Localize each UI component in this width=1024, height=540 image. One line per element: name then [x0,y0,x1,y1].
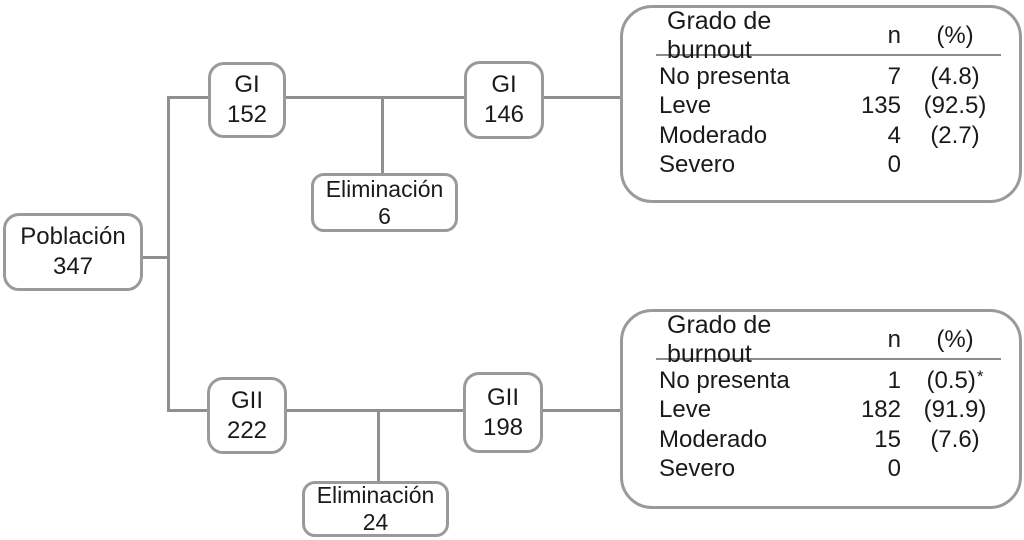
burnout-table-gii: Grado de burnout n (%) No presenta 1 (0.… [620,309,1022,509]
node-label: GII [486,383,519,411]
connector-gi146-table [543,96,621,99]
node-value: 347 [52,253,94,280]
row-n: 0 [887,151,901,179]
connector-gi152-gi146 [285,96,465,99]
connector-branch-to-gi [169,96,209,99]
table-body: No presenta 7 (4.8) Leve 135 (92.5) Mode… [623,56,1019,180]
row-n: 4 [887,121,901,149]
node-value: 222 [226,416,268,444]
row-label: Severo [659,151,736,179]
row-label: Moderado [659,121,768,149]
node-label: Eliminación [325,175,444,202]
burnout-table-gi: Grado de burnout n (%) No presenta 7 (4.… [620,5,1022,203]
table-body: No presenta 1 (0.5)* Leve 182 (91.9) Mod… [623,360,1019,484]
row-n: 1 [887,366,901,394]
column-header-pct: (%) [936,326,974,353]
node-gii-198: GII 198 [463,372,543,453]
row-pct: (4.8) [930,62,980,90]
node-value: 24 [362,509,389,535]
row-pct: (92.5) [923,92,987,120]
row-n: 15 [874,425,901,453]
column-header-n: n [887,22,901,49]
node-value: 146 [483,101,525,128]
connector-poblacion-branch [143,256,169,259]
node-label: GI [234,71,260,98]
column-header-n: n [887,326,901,353]
connector-branch-to-gii [169,409,209,412]
node-gi-152: GI 152 [208,62,286,138]
row-pct: (0.5)* [926,366,984,394]
row-pct: (2.7) [930,121,980,149]
table-row: Leve 182 (91.9) [659,396,1001,426]
row-label: Moderado [659,425,768,453]
node-value: 6 [378,202,391,229]
table-header: Grado de burnout n (%) [659,7,1001,64]
table-row: No presenta 1 (0.5)* [659,366,1001,396]
node-gii-222: GII 222 [207,377,287,454]
connector-drop-eliminacion-24 [377,412,380,482]
footnote-asterisk: * [976,366,984,386]
table-row: Severo 0 [659,151,1001,181]
row-label: Leve [659,396,712,424]
table-title: Grado de burnout [667,7,772,64]
column-header-pct: (%) [936,22,974,49]
connector-drop-eliminacion-6 [381,99,384,174]
row-pct: (91.9) [923,396,987,424]
node-eliminacion-24: Eliminación 24 [302,481,449,537]
row-pct: (7.6) [930,425,980,453]
row-label: No presenta [659,62,790,90]
table-row: Leve 135 (92.5) [659,92,1001,122]
row-n: 7 [887,62,901,90]
table-row: Severo 0 [659,455,1001,485]
row-label: Leve [659,92,712,120]
node-value: 152 [226,101,268,128]
row-label: Severo [659,455,736,483]
node-label: GI [491,71,517,98]
row-label: No presenta [659,366,790,394]
node-label: Eliminación [316,482,435,508]
node-label: Población [20,223,126,250]
table-row: No presenta 7 (4.8) [659,62,1001,92]
table-title: Grado de burnout [667,311,772,368]
table-header: Grado de burnout n (%) [659,311,1001,368]
row-n: 0 [887,455,901,483]
node-eliminacion-6: Eliminación 6 [311,173,458,232]
table-row: Moderado 4 (2.7) [659,121,1001,151]
node-poblacion: Población 347 [3,213,143,291]
row-n: 135 [860,92,901,120]
node-value: 198 [482,413,524,441]
connector-gii222-gii198 [286,409,464,412]
connector-branch-vertical [167,96,170,412]
table-row: Moderado 15 (7.6) [659,425,1001,455]
connector-gii198-table [542,409,621,412]
row-n: 182 [860,396,901,424]
header-rule [656,54,1001,56]
header-rule [656,358,1001,360]
node-label: GII [230,386,263,414]
node-gi-146: GI 146 [464,61,544,139]
